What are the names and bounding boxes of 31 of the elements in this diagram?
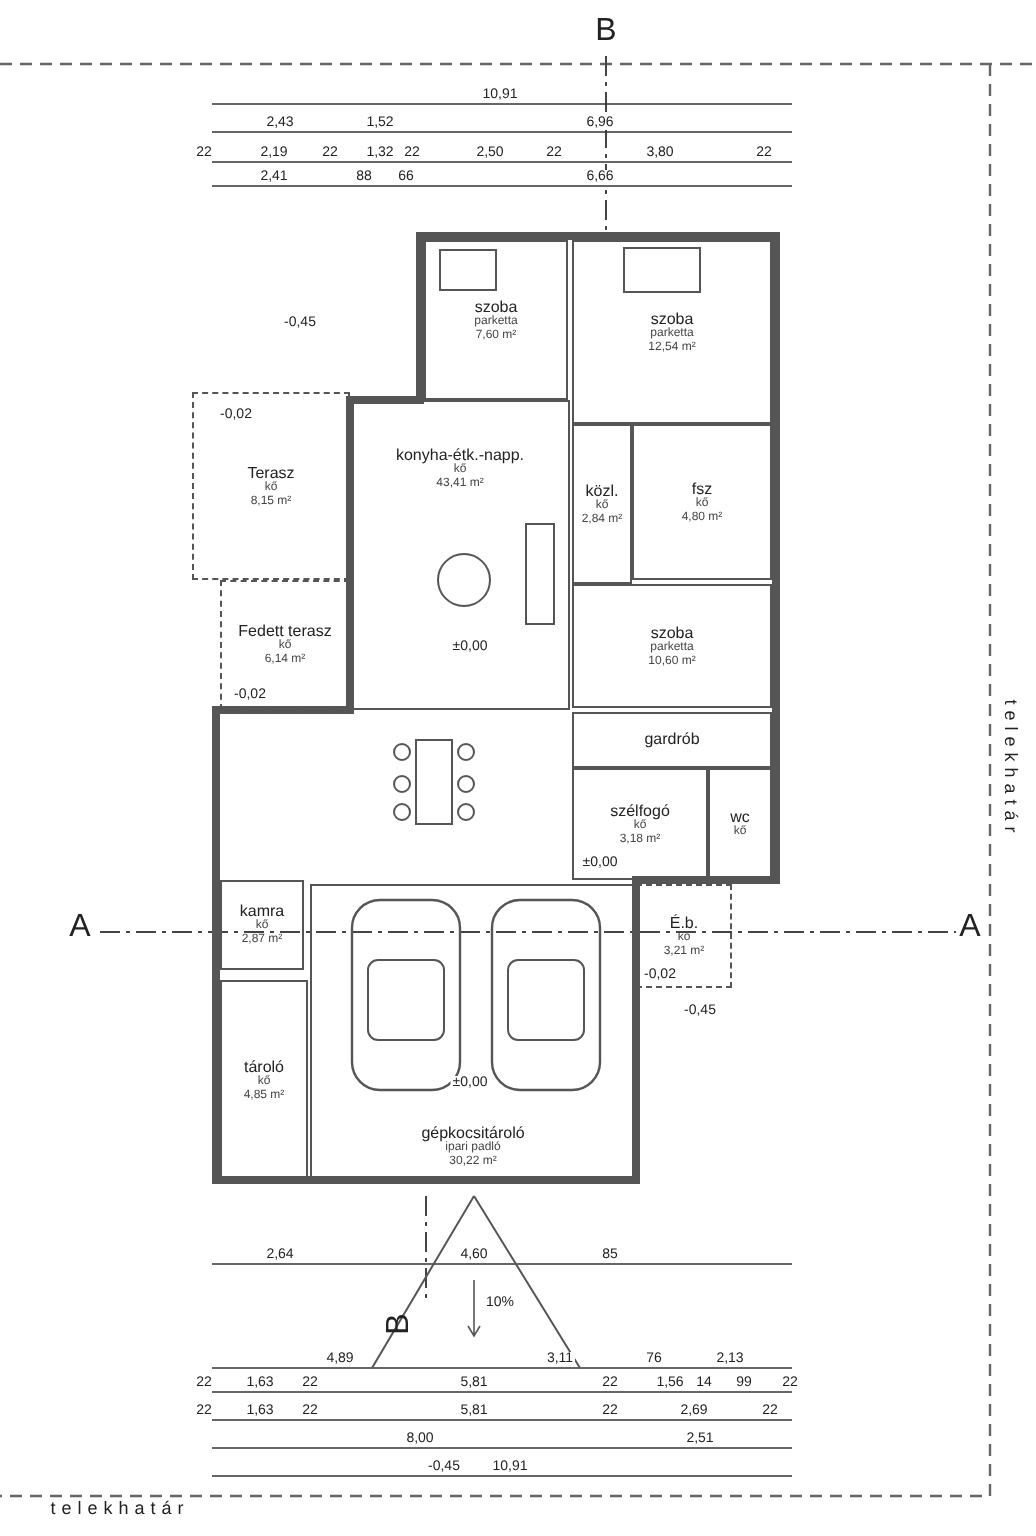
- section-mark: B: [593, 16, 619, 48]
- room-name: szoba: [650, 623, 694, 642]
- room-name: szoba: [650, 309, 694, 328]
- room-name: É.b.: [669, 913, 699, 932]
- room-name: fsz: [691, 479, 713, 498]
- section-mark: A: [67, 912, 93, 944]
- room-name: szoba: [474, 297, 518, 316]
- room-name: kamra: [239, 902, 285, 921]
- room-outline: [572, 424, 632, 584]
- room-name: Fedett terasz: [238, 622, 332, 641]
- room-outline: [572, 240, 772, 424]
- room-name: Terasz: [247, 463, 295, 482]
- room-name: tároló: [243, 1057, 284, 1076]
- room-name: wc: [730, 807, 750, 826]
- section-mark: B: [384, 1311, 416, 1337]
- room-outline: [350, 400, 570, 710]
- section-mark: A: [957, 912, 983, 944]
- room-name: gardrób: [644, 730, 700, 750]
- room-name: szélfogó: [610, 801, 670, 820]
- room-outline: [708, 768, 772, 880]
- room-outline: [310, 884, 636, 1180]
- room-name: konyha-étk.-napp.: [395, 446, 525, 464]
- room-outline: [220, 880, 304, 970]
- room-outline: [572, 712, 772, 768]
- room-outline: [572, 768, 708, 880]
- room-name: közl.: [585, 481, 619, 500]
- room-outline: [424, 240, 568, 400]
- room-outline: [220, 980, 308, 1180]
- room-outline: [632, 424, 772, 580]
- room-name: gépkocsitároló: [421, 1124, 525, 1143]
- room-outline: [572, 584, 772, 708]
